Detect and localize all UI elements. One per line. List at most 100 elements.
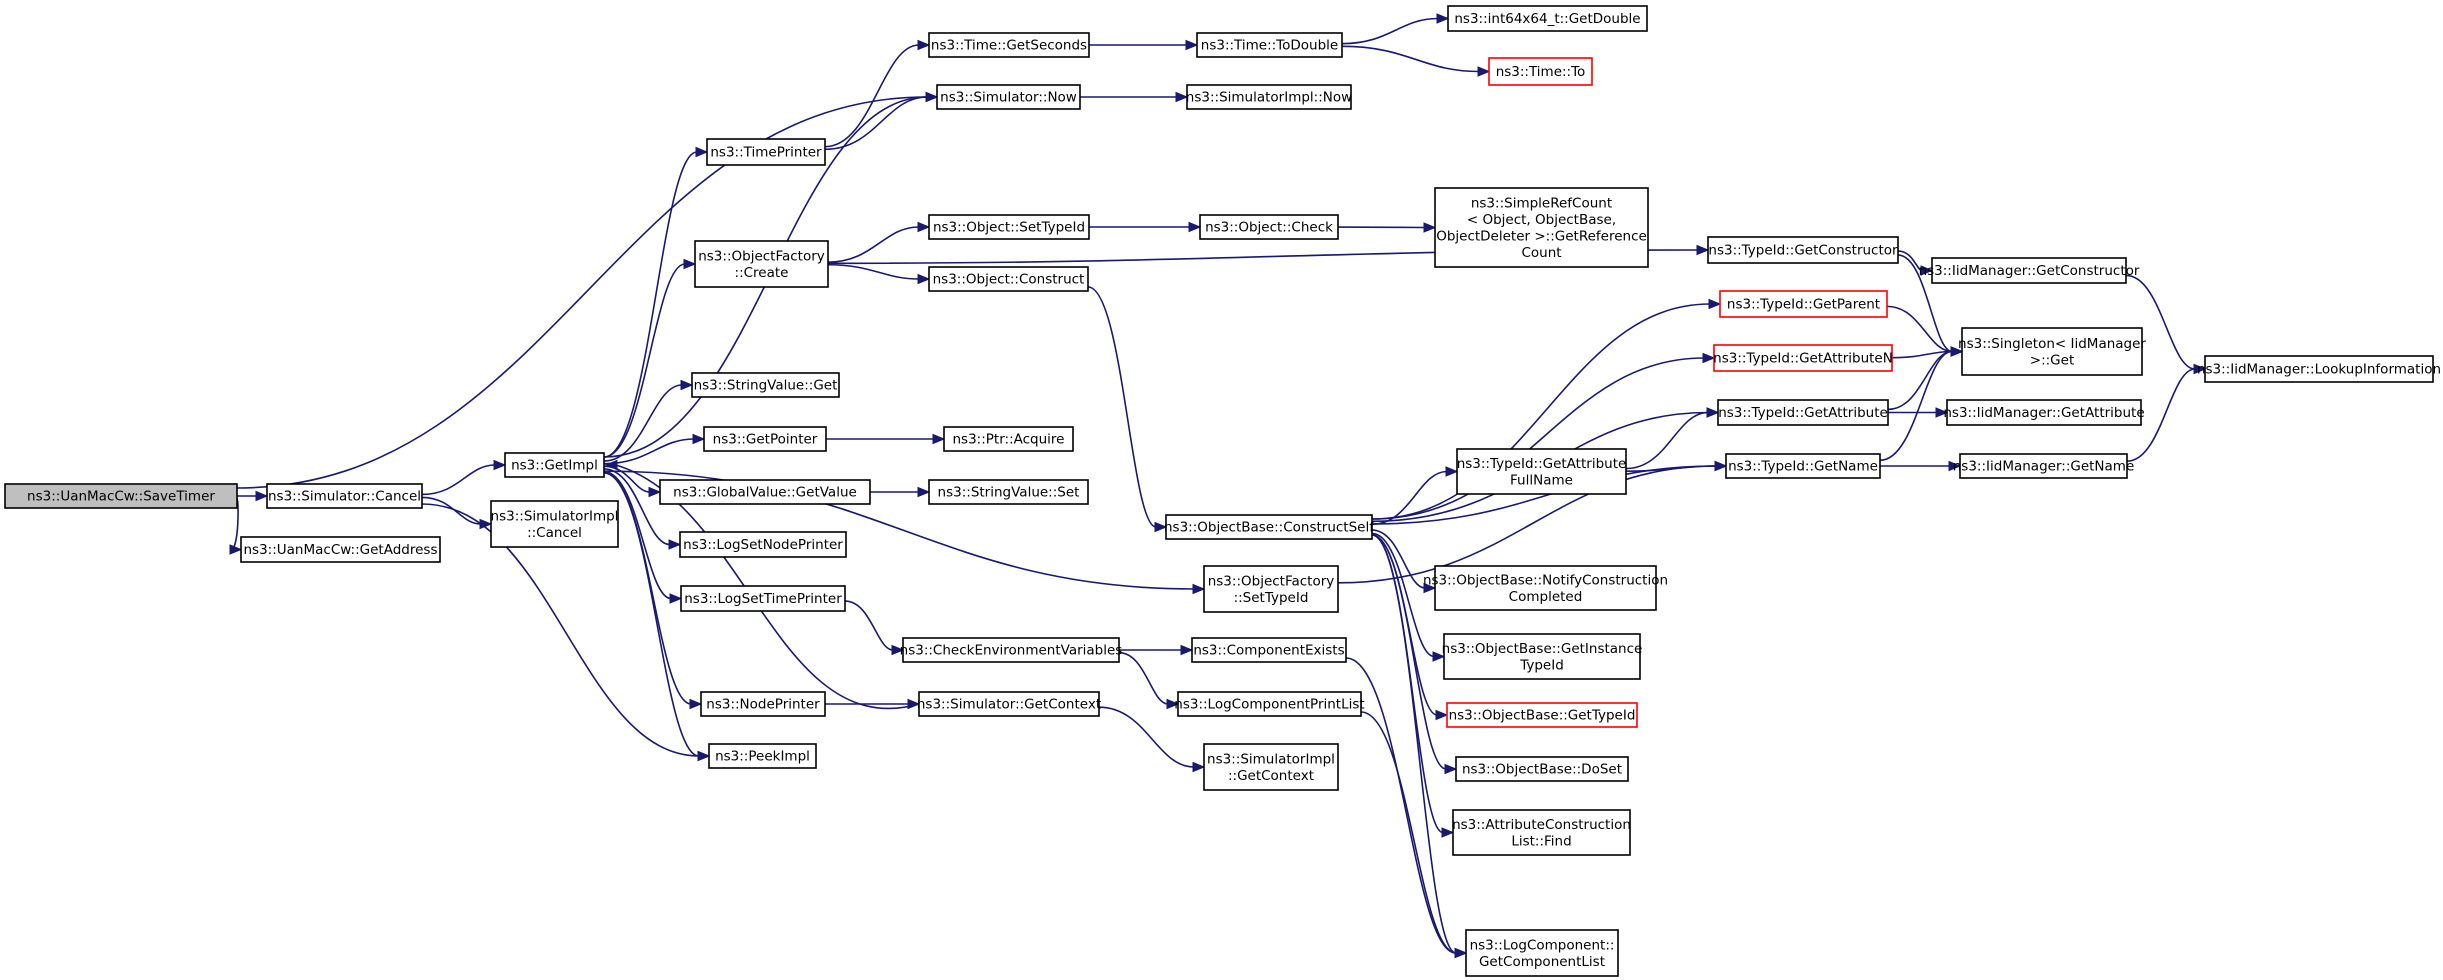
node-box bbox=[694, 240, 829, 288]
node-simimpl-cancel[interactable]: ns3::SimulatorImpl::Cancel bbox=[490, 500, 619, 548]
node-componentexists[interactable]: ns3::ComponentExists bbox=[1191, 637, 1347, 663]
node-obj-check[interactable]: ns3::Object::Check bbox=[1199, 214, 1339, 240]
node-label: ns3::AttributeConstruction bbox=[1452, 817, 1631, 833]
node-logcomponent-getlist[interactable]: ns3::LogComponent::GetComponentList bbox=[1465, 929, 1619, 977]
node-objfactory-settypeid[interactable]: ns3::ObjectFactory::SetTypeId bbox=[1203, 565, 1339, 613]
node-objbase-constructself[interactable]: ns3::ObjectBase::ConstructSelf bbox=[1164, 514, 1375, 540]
node-typeid-getattributen[interactable]: ns3::TypeId::GetAttributeN bbox=[1713, 344, 1893, 372]
node-sim-now[interactable]: ns3::Simulator::Now bbox=[936, 84, 1081, 110]
node-singleton-get[interactable]: ns3::Singleton< IidManager>::Get bbox=[1958, 327, 2146, 376]
node-label: ns3::TypeId::GetAttributeN bbox=[1713, 351, 1893, 367]
edge-arrowhead bbox=[1154, 521, 1168, 533]
node-simplerefcount[interactable]: ns3::SimpleRefCount< Object, ObjectBase,… bbox=[1434, 187, 1649, 268]
edge-line bbox=[827, 263, 920, 280]
edge-arrowhead bbox=[1166, 698, 1180, 710]
edge-arrowhead bbox=[917, 221, 931, 233]
edge-getimpl-to-objfactory-settypeid bbox=[603, 470, 1206, 595]
node-getpointer[interactable]: ns3::GetPointer bbox=[703, 426, 827, 452]
edge-objbase-constructself-to-typeid-getattrfullname bbox=[1371, 466, 1459, 526]
edge-line bbox=[1371, 532, 1435, 658]
edge-arrowhead bbox=[1423, 222, 1437, 233]
node-simimpl-now[interactable]: ns3::SimulatorImpl::Now bbox=[1186, 84, 1352, 110]
edge-arrowhead bbox=[1477, 66, 1491, 77]
node-typeid-getparent[interactable]: ns3::TypeId::GetParent bbox=[1719, 290, 1888, 318]
node-box bbox=[4, 483, 238, 509]
node-box bbox=[680, 585, 846, 612]
node-objfactory-create[interactable]: ns3::ObjectFactory::Create bbox=[694, 240, 829, 288]
edge-arrowhead bbox=[917, 39, 931, 51]
node-obj-settypeid[interactable]: ns3::Object::SetTypeId bbox=[928, 214, 1090, 240]
edge-obj-check-to-simplerefcount bbox=[1337, 222, 1437, 233]
edge-objbase-constructself-to-objbase-doset bbox=[1371, 534, 1458, 775]
node-label: ::GetContext bbox=[1228, 768, 1314, 784]
edge-line bbox=[1341, 17, 1439, 45]
node-globalvalue-getvalue[interactable]: ns3::GlobalValue::GetValue bbox=[659, 479, 871, 505]
edge-iidmanager-getname-to-iidmanager-lookup bbox=[2126, 363, 2207, 462]
node-objbase-gettypeid[interactable]: ns3::ObjectBase::GetTypeId bbox=[1446, 702, 1638, 728]
node-box bbox=[1946, 399, 2142, 426]
node-iidmanager-getname[interactable]: ns3::IidManager::GetName bbox=[1953, 453, 2135, 479]
edge-sim-now-to-simimpl-now bbox=[1080, 91, 1189, 103]
node-typeid-getname[interactable]: ns3::TypeId::GetName bbox=[1725, 453, 1881, 479]
node-checkenv[interactable]: ns3::CheckEnvironmentVariables bbox=[900, 637, 1123, 663]
edge-arrowhead bbox=[697, 750, 711, 762]
node-label: ns3::Object::SetTypeId bbox=[933, 220, 1085, 236]
edge-arrowhead bbox=[1935, 407, 1949, 418]
edge-arrowhead bbox=[668, 539, 682, 550]
edge-line bbox=[1371, 303, 1711, 520]
edge-line bbox=[236, 96, 928, 489]
node-getaddress[interactable]: ns3::UanMacCw::GetAddress bbox=[240, 536, 441, 563]
node-sim-cancel[interactable]: ns3::Simulator::Cancel bbox=[266, 483, 423, 509]
edge-arrowhead bbox=[692, 433, 706, 445]
node-time-to[interactable]: ns3::Time::To bbox=[1488, 57, 1593, 86]
node-iidmanager-getattribute[interactable]: ns3::IidManager::GetAttribute bbox=[1943, 399, 2145, 426]
node-typeid-getconstructor[interactable]: ns3::TypeId::GetConstructor bbox=[1707, 236, 1899, 264]
node-box bbox=[928, 266, 1089, 292]
node-simimpl-getcontext[interactable]: ns3::SimulatorImpl::GetContext bbox=[1203, 743, 1339, 791]
node-logsetnodeprinter[interactable]: ns3::LogSetNodePrinter bbox=[679, 531, 847, 558]
node-label: ns3::IidManager::GetName bbox=[1953, 459, 2135, 475]
node-nodeprinter[interactable]: ns3::NodePrinter bbox=[700, 691, 826, 717]
edge-line bbox=[2125, 274, 2196, 370]
edge-typeid-getname-to-singleton-get bbox=[1879, 346, 1964, 462]
node-time-getseconds[interactable]: ns3::Time::GetSeconds bbox=[928, 32, 1090, 58]
node-iidmanager-getconstructor[interactable]: ns3::IidManager::GetConstructor bbox=[1919, 257, 2140, 284]
node-label: < Object, ObjectBase, bbox=[1467, 212, 1616, 228]
node-int64-getdouble[interactable]: ns3::int64x64_t::GetDouble bbox=[1447, 5, 1648, 32]
node-label: ns3::IidManager::GetAttribute bbox=[1943, 405, 2144, 421]
edge-line bbox=[421, 464, 496, 496]
node-box bbox=[902, 637, 1120, 663]
edge-sim-getcontext-to-simimpl-getcontext bbox=[1098, 706, 1206, 773]
node-stringvalue-set[interactable]: ns3::StringValue::Set bbox=[928, 479, 1089, 505]
edge-timeprinter-to-sim-now bbox=[824, 91, 939, 151]
node-savetimer[interactable]: ns3::UanMacCw::SaveTimer bbox=[4, 483, 238, 509]
node-stringvalue-get[interactable]: ns3::StringValue::Get bbox=[691, 372, 840, 398]
edge-typeid-getattribute-to-iidmanager-getattribute bbox=[1888, 407, 1949, 418]
edges-layer bbox=[229, 13, 2207, 959]
node-objbase-notify[interactable]: ns3::ObjectBase::NotifyConstructionCompl… bbox=[1423, 565, 1668, 611]
node-time-todouble[interactable]: ns3::Time::ToDouble bbox=[1196, 32, 1343, 58]
node-label: ::Cancel bbox=[527, 525, 582, 541]
node-getimpl[interactable]: ns3::GetImpl bbox=[504, 452, 605, 478]
edge-arrowhead bbox=[1423, 582, 1437, 594]
node-sim-getcontext[interactable]: ns3::Simulator::GetContext bbox=[917, 691, 1101, 717]
edge-getimpl-to-peekimpl bbox=[603, 472, 711, 762]
edge-arrowhead bbox=[1708, 298, 1722, 310]
node-iidmanager-lookup[interactable]: ns3::IidManager::LookupInformation bbox=[2197, 355, 2441, 383]
node-obj-construct[interactable]: ns3::Object::Construct bbox=[928, 266, 1089, 292]
node-ptr-acquire[interactable]: ns3::Ptr::Acquire bbox=[943, 426, 1074, 452]
node-objbase-doset[interactable]: ns3::ObjectBase::DoSet bbox=[1455, 756, 1629, 782]
edge-objbase-constructself-to-objbase-gettypeid bbox=[1371, 534, 1449, 721]
node-logsettimeprinter[interactable]: ns3::LogSetTimePrinter bbox=[680, 585, 846, 612]
node-peekimpl[interactable]: ns3::PeekImpl bbox=[708, 743, 817, 769]
node-typeid-getattribute[interactable]: ns3::TypeId::GetAttribute bbox=[1717, 399, 1889, 426]
edge-arrowhead bbox=[1192, 583, 1206, 595]
edge-objbase-constructself-to-objbase-notify bbox=[1371, 529, 1437, 594]
node-label: ns3::StringValue::Set bbox=[938, 485, 1080, 501]
node-timeprinter[interactable]: ns3::TimePrinter bbox=[706, 138, 826, 166]
edge-arrowhead bbox=[1180, 644, 1194, 656]
node-logcomponentprintlist[interactable]: ns3::LogComponentPrintList bbox=[1174, 691, 1365, 717]
